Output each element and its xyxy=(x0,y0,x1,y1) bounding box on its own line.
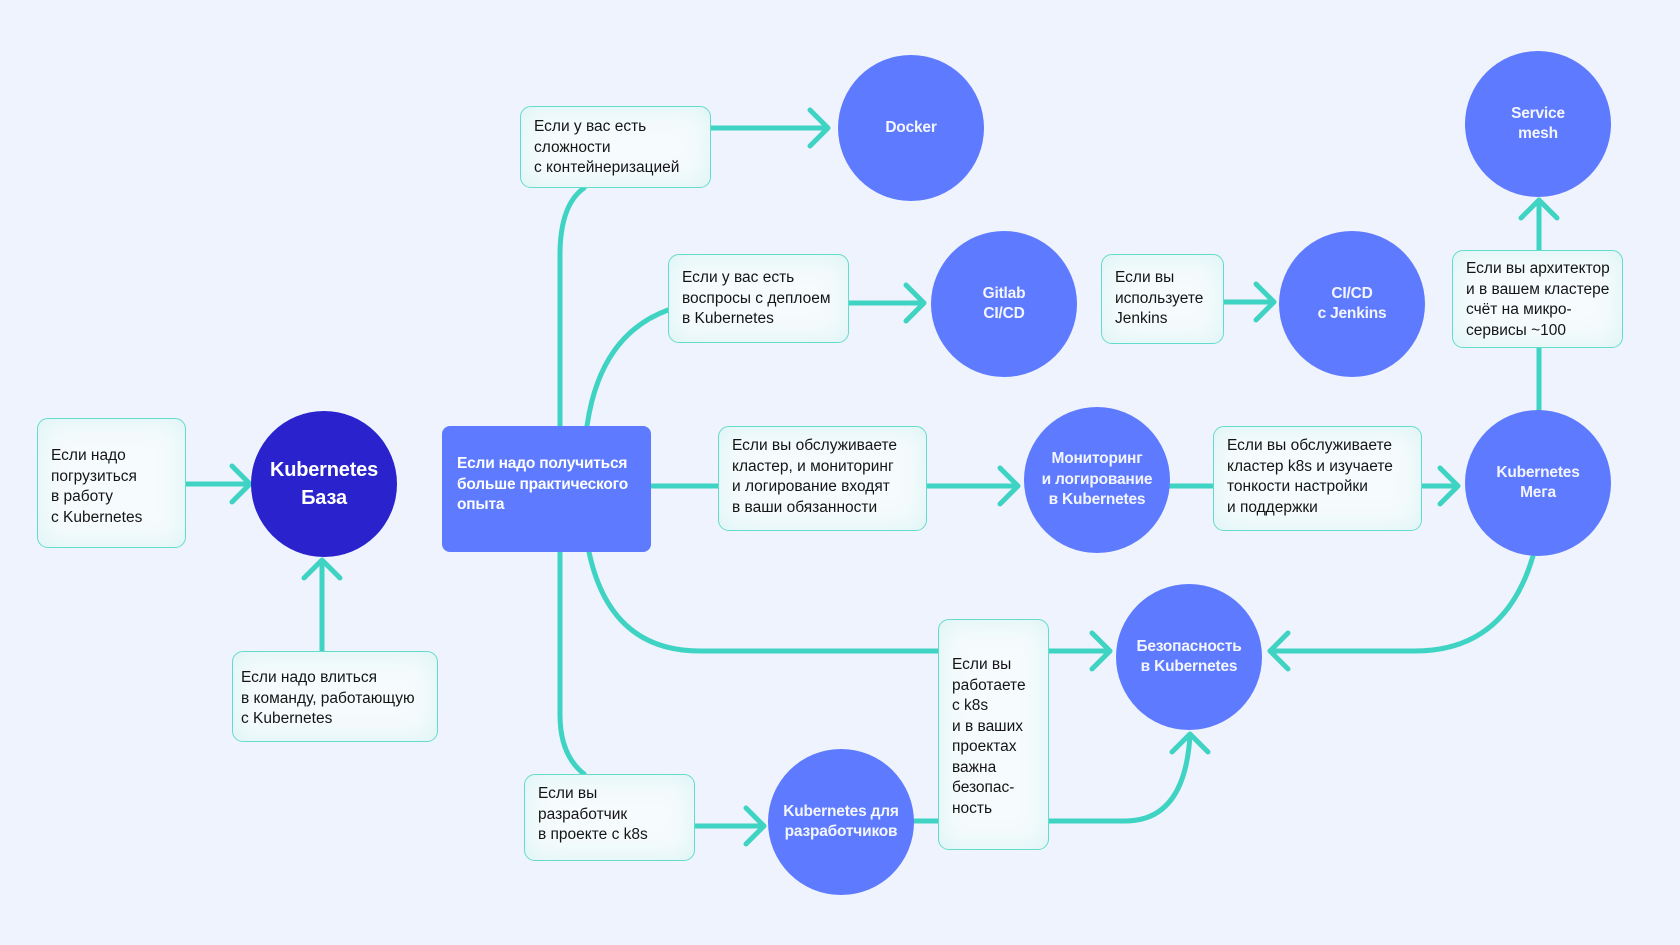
node-monitoring: Мониторинг и логирование в Kubernetes xyxy=(1024,407,1170,553)
edge-hub-to-deploy xyxy=(584,307,671,429)
arrowhead xyxy=(743,805,767,847)
node-service-mesh: Service mesh xyxy=(1465,51,1611,197)
edge-devs-to-security xyxy=(909,732,1193,824)
arrowhead xyxy=(1253,281,1277,323)
note-developer: Если вы разработчик в проекте с k8s xyxy=(524,774,695,861)
note-architect: Если вы архитектор и в вашем кластере сч… xyxy=(1452,250,1623,348)
node-gitlab-cicd: Gitlab CI/CD xyxy=(931,231,1077,377)
edge-hub-to-security xyxy=(586,549,1111,654)
arrowhead xyxy=(1437,465,1461,507)
edge-hub-to-developer xyxy=(557,549,587,777)
node-cicd-jenkins: CI/CD с Jenkins xyxy=(1279,231,1425,377)
node-kubernetes-base: Kubernetes База xyxy=(251,411,397,557)
arrowhead xyxy=(229,463,253,505)
note-cluster-monitoring: Если вы обслуживаете кластер, и монитори… xyxy=(718,426,927,531)
edge-mega-to-security xyxy=(1267,553,1536,654)
note-use-jenkins: Если вы используете Jenkins xyxy=(1101,254,1224,344)
edge-hub-to-containerization xyxy=(557,185,587,429)
note-containerization: Если у вас есть сложности с контейнериза… xyxy=(520,106,711,188)
node-docker: Docker xyxy=(838,55,984,201)
arrowhead xyxy=(903,282,927,324)
note-deploy-questions: Если у вас есть воспросы с деплоем в Kub… xyxy=(668,254,849,343)
note-dive-into-work: Если надо погрузиться в работу с Kuberne… xyxy=(37,418,186,548)
node-security: Безопасность в Kubernetes xyxy=(1116,584,1262,730)
arrowhead xyxy=(1169,731,1211,755)
note-cluster-tuning: Если вы обслуживаете кластер k8s и изуча… xyxy=(1213,426,1422,531)
arrowhead xyxy=(807,107,831,149)
hub-practical-experience: Если надо получиться больше практическог… xyxy=(442,426,651,552)
note-join-team: Если надо влиться в команду, работающую … xyxy=(232,651,438,742)
node-kubernetes-mega: Kubernetes Mега xyxy=(1465,410,1611,556)
arrowhead xyxy=(301,557,343,581)
arrowhead xyxy=(1089,630,1113,672)
note-security-projects: Если вы работаете с k8s и в ваших проект… xyxy=(938,619,1049,850)
arrowhead xyxy=(1518,197,1560,221)
node-k8s-for-devs: Kubernetes для разработчиков xyxy=(768,749,914,895)
arrowhead xyxy=(1267,630,1291,672)
arrowhead xyxy=(997,465,1021,507)
